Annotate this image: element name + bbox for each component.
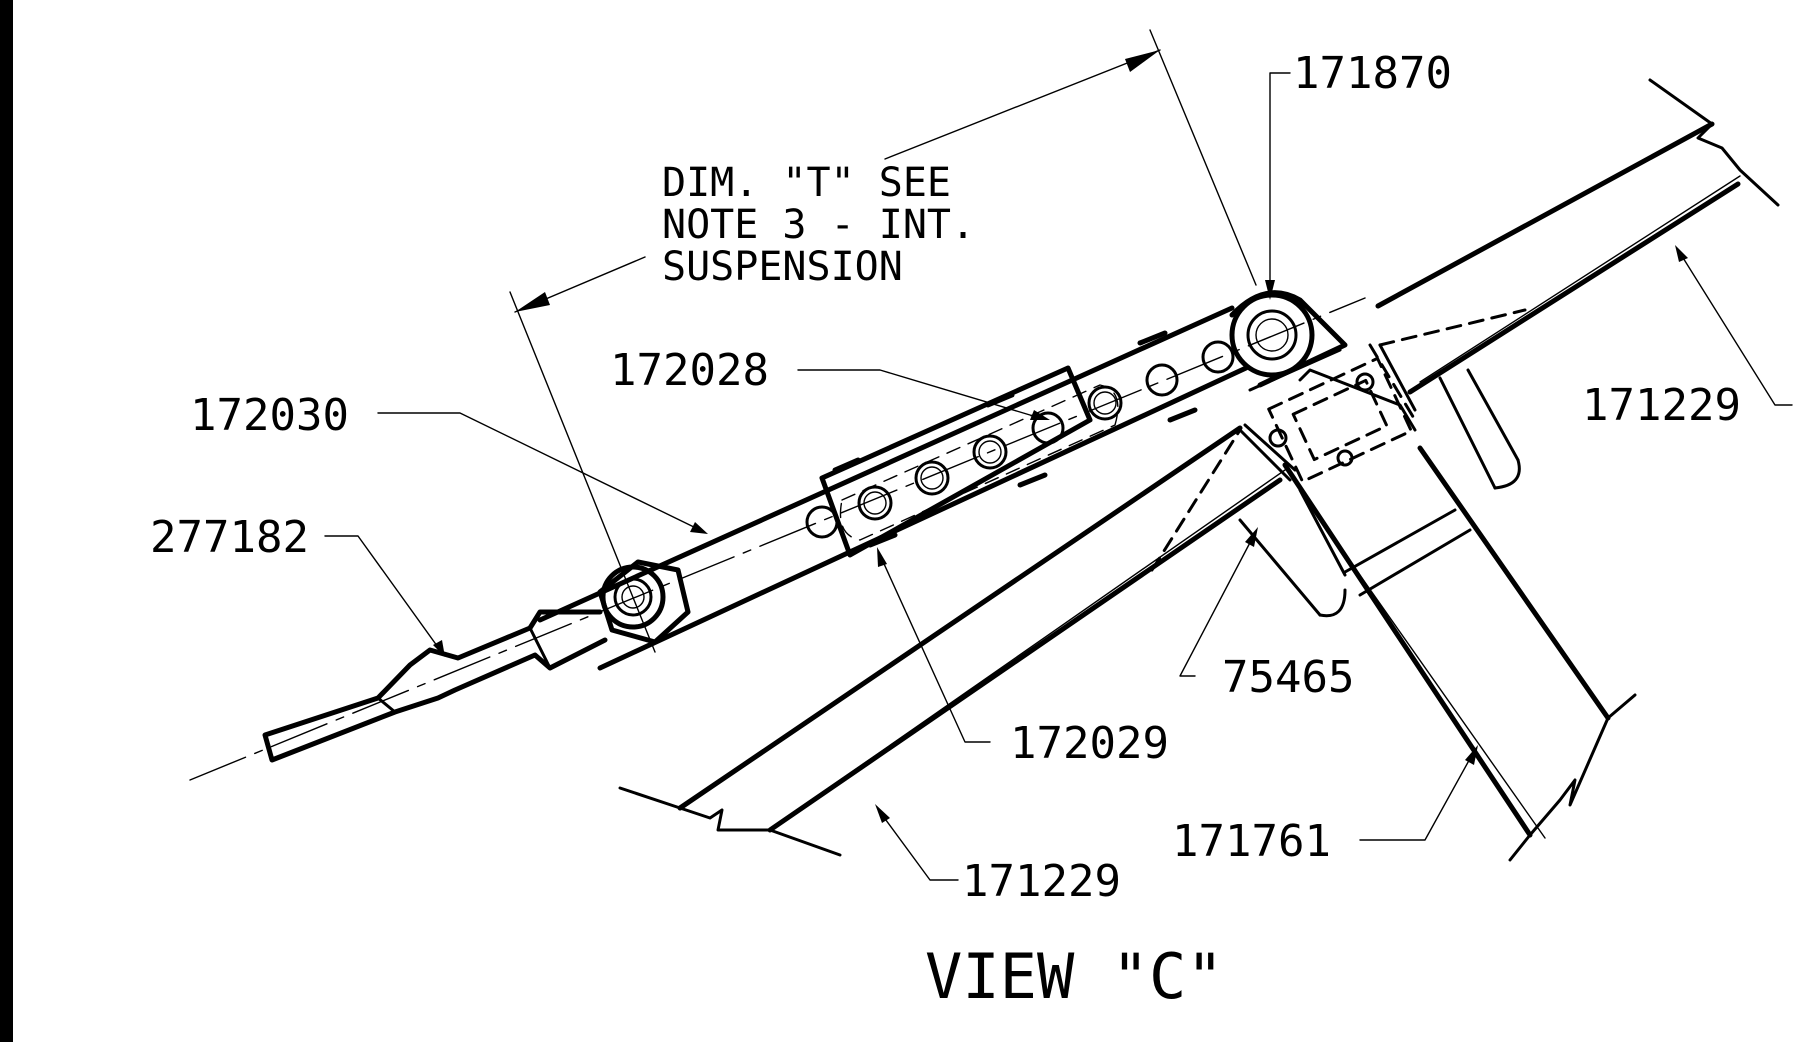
leader-172028 (797, 369, 1050, 420)
tube-lower (1238, 488, 1347, 618)
lower-right-structural-member (1282, 445, 1637, 862)
upper-right-structural-member (1375, 78, 1780, 395)
sheet-left-border (0, 0, 13, 1042)
dimension-note-line-1: DIM. "T" SEE (662, 160, 951, 206)
leader-171870 (1265, 72, 1291, 300)
leader-171761 (1359, 745, 1478, 841)
tube-upper (1438, 368, 1521, 490)
bracket-75465 (1150, 423, 1297, 572)
callout-171229-right: 171229 (1582, 380, 1741, 431)
dimension-t (514, 29, 1257, 313)
callout-172030: 172030 (190, 390, 349, 441)
dimension-note-line-3: SUSPENSION (662, 244, 903, 290)
callout-171761: 171761 (1172, 816, 1331, 867)
clamp-hardware (1248, 343, 1417, 484)
leader-277182 (324, 535, 445, 657)
view-title: VIEW "C" (925, 940, 1224, 1013)
leader-171229-right (1675, 245, 1793, 406)
leader-172029 (877, 547, 991, 743)
strut-assembly (189, 290, 1366, 781)
leader-75465 (1179, 527, 1258, 677)
dimension-t-note: DIM. "T" SEE NOTE 3 - INT. SUSPENSION (662, 160, 975, 290)
callout-172029: 172029 (1010, 718, 1169, 769)
callout-172028: 172028 (610, 345, 769, 396)
callout-171870: 171870 (1293, 48, 1452, 99)
leader-172030 (377, 412, 708, 534)
callout-75465: 75465 (1222, 652, 1354, 703)
lower-left-structural-member (618, 425, 1286, 857)
callout-171229-bottom: 171229 (962, 856, 1121, 907)
leader-171229-bottom (875, 804, 959, 881)
callout-277182: 277182 (150, 512, 309, 563)
dimension-note-line-2: NOTE 3 - INT. (662, 202, 975, 248)
